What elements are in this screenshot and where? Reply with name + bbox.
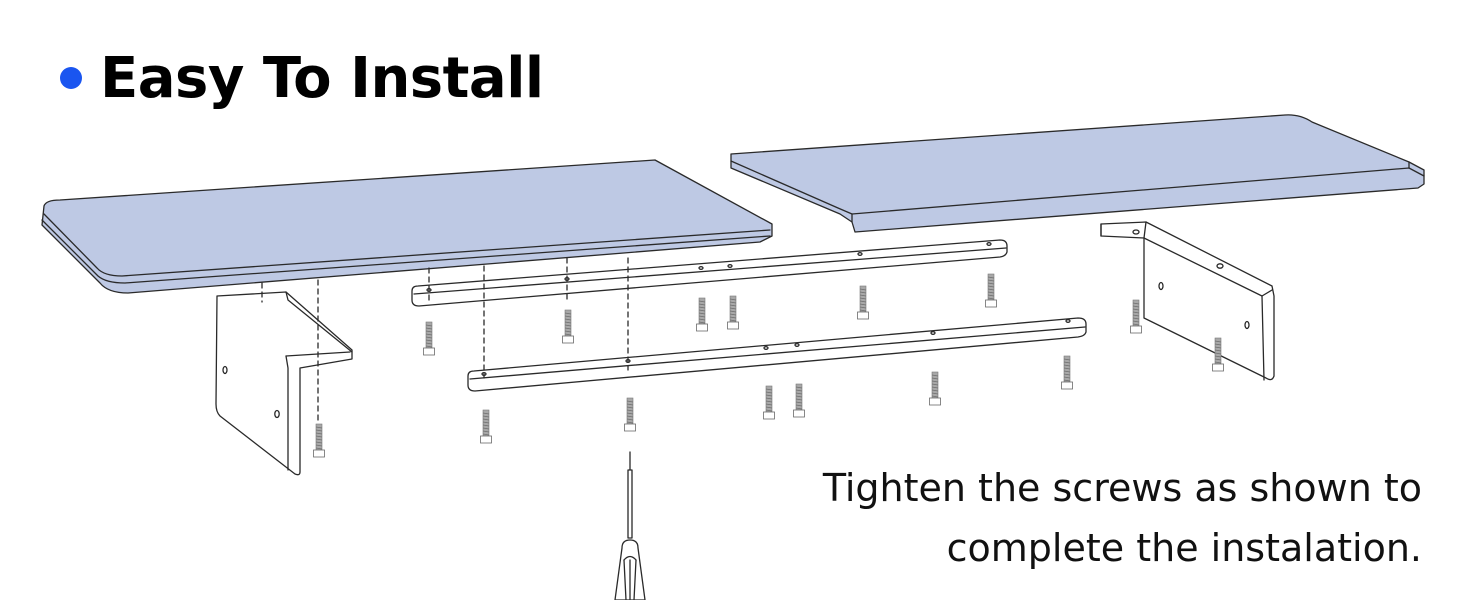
screw xyxy=(985,273,997,308)
screw xyxy=(929,371,941,406)
screwdriver xyxy=(614,451,646,600)
section-heading: Easy To Install xyxy=(60,38,544,118)
screw-set xyxy=(313,273,1224,458)
lower-rail xyxy=(467,257,1087,392)
caption-line-1: Tighten the screws as shown to xyxy=(822,466,1422,510)
screw xyxy=(727,295,739,330)
screw xyxy=(423,321,435,356)
screw xyxy=(793,383,805,418)
caption-line-2: complete the instalation. xyxy=(946,526,1422,570)
right-shelf-board xyxy=(730,114,1425,233)
bullet-dot xyxy=(60,67,82,89)
screw xyxy=(1212,337,1224,372)
screw xyxy=(480,409,492,444)
left-shelf-board xyxy=(41,159,773,294)
screw xyxy=(1130,299,1142,334)
right-l-bracket xyxy=(1100,221,1275,381)
screw xyxy=(1061,355,1073,390)
screw xyxy=(624,397,636,432)
screw xyxy=(763,385,775,420)
upper-rail xyxy=(411,239,1008,307)
screw xyxy=(313,423,325,458)
heading-title: Easy To Install xyxy=(100,45,544,111)
instruction-caption: Tighten the screws as shown to complete … xyxy=(782,458,1422,578)
screw xyxy=(562,309,574,344)
screw xyxy=(857,285,869,320)
screw xyxy=(696,297,708,332)
left-l-bracket xyxy=(215,279,353,476)
